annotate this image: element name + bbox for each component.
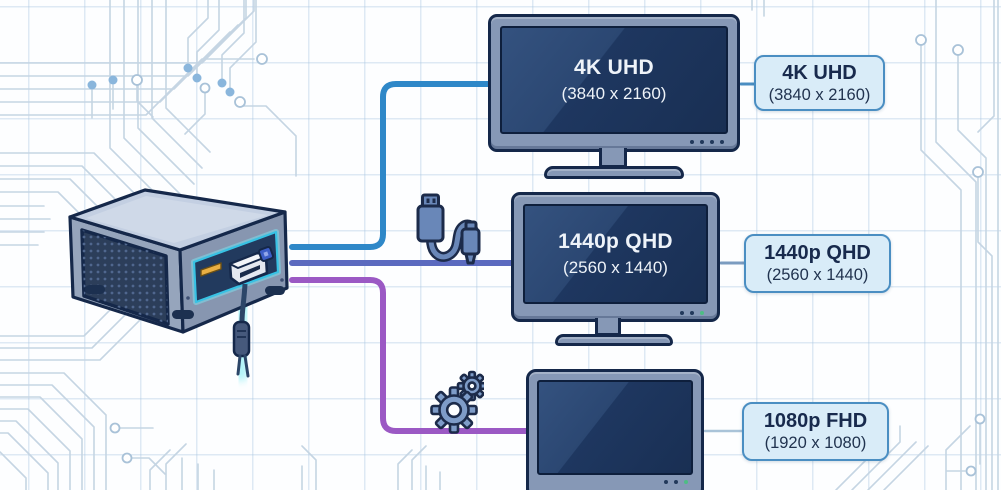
monitor-screen-4k: 4K UHD (3840 x 2160) <box>500 26 728 134</box>
monitor-stand-base <box>544 166 684 179</box>
screen-resolution-subtitle: (2560 x 1440) <box>563 258 668 277</box>
label-title: 1080p FHD <box>763 410 868 432</box>
label-subtitle: (1920 x 1080) <box>764 434 867 452</box>
mini-pc-illustration <box>68 188 289 381</box>
label-title: 4K UHD <box>782 61 857 84</box>
monitor-1440p: 1440p QHD (2560 x 1440) <box>511 192 720 346</box>
monitor-screen-1440p: 1440p QHD (2560 x 1440) <box>523 204 708 304</box>
monitor-indicator-dots <box>690 140 724 144</box>
monitor-bezel <box>526 369 704 490</box>
label-subtitle: (2560 x 1440) <box>766 266 869 284</box>
screen-resolution-title: 1440p QHD <box>558 230 673 253</box>
monitor-stand-base <box>555 334 673 346</box>
monitor-1080p <box>526 369 704 490</box>
resolution-label-1080p: 1080p FHD (1920 x 1080) <box>742 402 889 461</box>
label-title: 1440p QHD <box>764 242 871 264</box>
screen-resolution-subtitle: (3840 x 2160) <box>561 84 667 103</box>
cable-line-1080p <box>289 277 533 434</box>
monitor-screen-1080p <box>537 380 693 475</box>
hdmi-plug-icon <box>228 251 269 286</box>
resolution-label-4k: 4K UHD (3840 x 2160) <box>754 55 885 111</box>
monitor-bezel: 4K UHD (3840 x 2160) <box>488 14 740 152</box>
monitor-indicator-dots <box>664 480 688 484</box>
screen-resolution-title: 4K UHD <box>574 56 654 79</box>
gears-icon <box>430 370 484 434</box>
pc-feet <box>85 285 285 319</box>
monitor-bezel: 1440p QHD (2560 x 1440) <box>511 192 720 322</box>
usb-port <box>200 262 222 277</box>
monitor-indicator-dots <box>680 311 704 315</box>
label-subtitle: (3840 x 2160) <box>768 85 871 104</box>
usb-cable-icon <box>416 193 481 265</box>
hdmi-cable-icon <box>232 283 251 378</box>
resolution-label-1440p: 1440p QHD (2560 x 1440) <box>744 234 891 293</box>
cable-line-4k <box>289 81 495 250</box>
circuit-via-dots <box>87 34 986 477</box>
monitor-4k: 4K UHD (3840 x 2160) <box>488 14 740 179</box>
power-button <box>258 246 274 262</box>
monitor-stand-neck <box>599 148 627 168</box>
vent-grille <box>80 228 170 326</box>
